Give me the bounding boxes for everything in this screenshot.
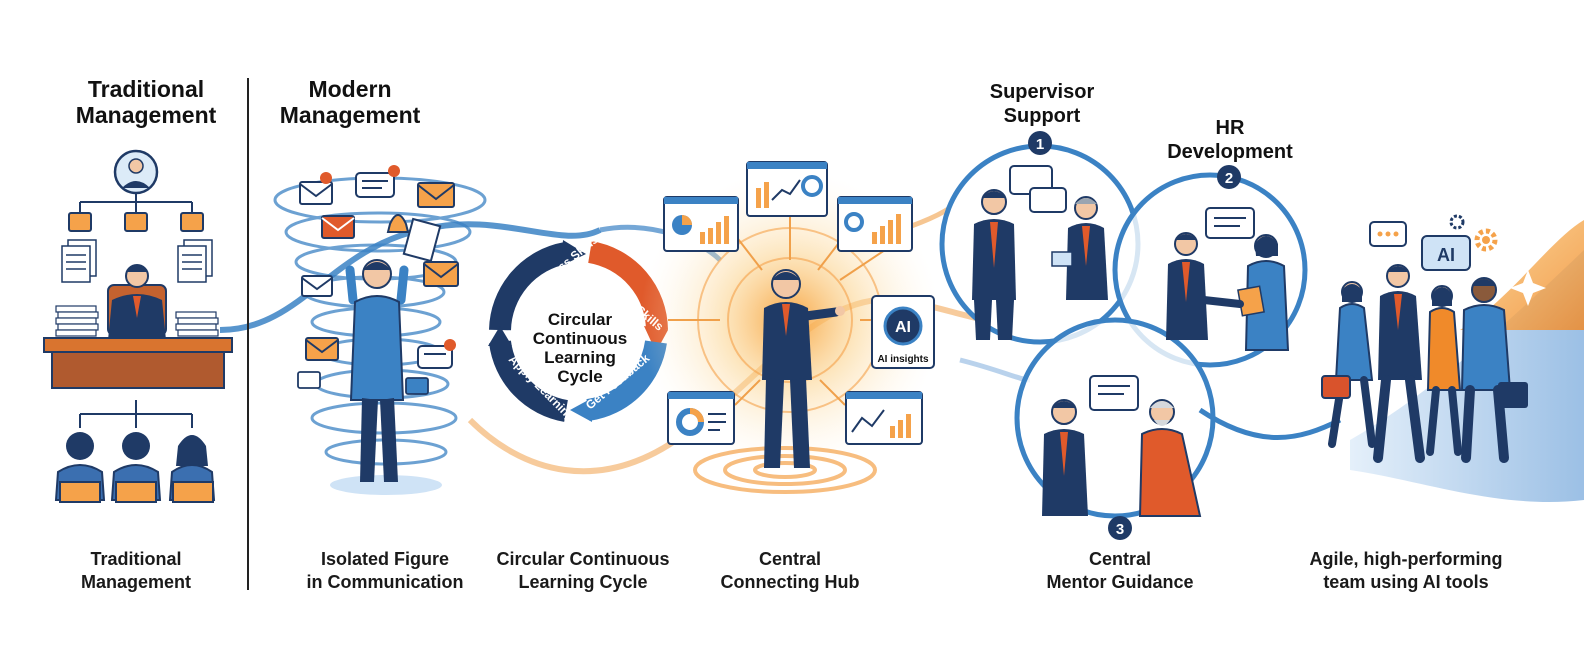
hub-leader-figure — [762, 269, 845, 468]
document-stack-left — [61, 239, 97, 283]
email-icon — [417, 182, 455, 208]
caption-agile-team: Agile, high-performing team using AI too… — [1309, 549, 1503, 592]
email-icon — [423, 261, 459, 287]
desk-paper-piles — [55, 305, 219, 337]
figure-shadow — [330, 475, 442, 495]
briefcase-icon — [1498, 382, 1528, 408]
step-badge-1: 1 — [1028, 131, 1052, 155]
caption-mentor-guidance: Central Mentor Guidance — [1046, 549, 1194, 592]
cycle-center-label: Circular Continuous Learning Cycle — [532, 310, 628, 386]
floor-target — [693, 446, 877, 494]
traditional-illustration — [43, 149, 233, 503]
document-icon — [402, 217, 442, 263]
stressed-person — [345, 259, 409, 482]
step-badge-3: 3 — [1108, 516, 1132, 540]
bell-icon — [386, 214, 410, 233]
cycle-arc-assess — [489, 240, 586, 331]
ai-insights-label: AI insights — [877, 354, 929, 365]
agile-team: AI — [1321, 214, 1584, 503]
svg-text:3: 3 — [1116, 521, 1124, 538]
caption-traditional: Traditional Management — [80, 549, 192, 592]
team-member-2 — [110, 432, 162, 503]
modern-illustration — [273, 165, 487, 495]
gear-icon — [1474, 228, 1498, 252]
circle-to-team-connector — [1198, 407, 1342, 440]
team-member-1 — [54, 432, 106, 503]
dashboard-card-donut — [667, 391, 735, 445]
svg-text:2: 2 — [1225, 170, 1233, 187]
email-icon — [297, 371, 321, 389]
modern-management-title: Modern Management — [279, 76, 421, 128]
caption-learning-cycle: Circular Continuous Learning Cycle — [496, 549, 670, 592]
org-chart-boxes — [68, 212, 204, 232]
chat-bubble-icon — [1029, 187, 1067, 213]
chat-bubble-icon — [1205, 207, 1255, 239]
dashboard-card-line — [746, 161, 828, 217]
chat-bubble-icon — [1369, 221, 1407, 247]
org-chart-lines — [79, 193, 193, 213]
dashboard-card-bars — [837, 196, 913, 252]
ai-chip-icon — [883, 306, 923, 346]
step-badge-2: 2 — [1217, 165, 1241, 189]
caption-isolated-figure: Isolated Figure in Communication — [306, 549, 464, 592]
mentor-scene — [1042, 375, 1202, 517]
handshake — [1200, 296, 1244, 308]
ai-badge-text: AI — [895, 319, 911, 336]
hr-development-title: HR Development — [1167, 117, 1293, 163]
svg-text:1: 1 — [1036, 136, 1044, 153]
team-person-3 — [1426, 285, 1462, 456]
manager-avatar — [113, 149, 159, 195]
email-icon — [305, 337, 339, 361]
team-person-2 — [1373, 264, 1425, 463]
team-person-4 — [1460, 277, 1528, 463]
email-icon — [299, 181, 333, 205]
tablet-icon — [1051, 251, 1073, 267]
chat-bubble-icon — [417, 345, 453, 369]
cycle-arc-apply — [488, 326, 569, 422]
dashboard-card-pie — [663, 196, 739, 252]
email-icon — [301, 275, 333, 297]
manager-at-desk — [108, 264, 166, 340]
ai-bubble-icon: AI — [1421, 235, 1471, 271]
hr-scene — [1166, 207, 1290, 351]
email-icon — [321, 215, 355, 239]
caption-connecting-hub: Central Connecting Hub — [720, 549, 860, 592]
notification-badge — [444, 339, 456, 351]
connecting-hub: AI AI insights — [640, 161, 940, 494]
team-member-3 — [168, 435, 216, 503]
ai-insights-card: AI AI insights — [871, 295, 935, 369]
mentor-circles: 1 2 3 — [939, 131, 1342, 540]
briefcase-icon — [1321, 375, 1351, 399]
document-stack-right — [177, 239, 213, 283]
traditional-management-title: Traditional Management — [75, 76, 217, 128]
supervisor-scene — [972, 165, 1108, 340]
hub-connectors — [668, 215, 901, 406]
email-icon — [405, 377, 429, 395]
chat-bubble-icon — [355, 172, 395, 198]
team-org-lines — [79, 400, 193, 428]
team-ai-badge-text: AI — [1437, 245, 1455, 265]
gear-icon — [1449, 214, 1465, 230]
team-orange-wave — [1460, 220, 1584, 330]
dashboard-card-trend — [845, 391, 923, 445]
notification-badge — [320, 172, 332, 184]
supervisor-support-title: Supervisor Support — [989, 81, 1095, 127]
team-person-1 — [1321, 281, 1376, 448]
office-desk — [43, 337, 233, 389]
notification-badge — [388, 165, 400, 177]
sparkle-icon — [1510, 270, 1546, 306]
